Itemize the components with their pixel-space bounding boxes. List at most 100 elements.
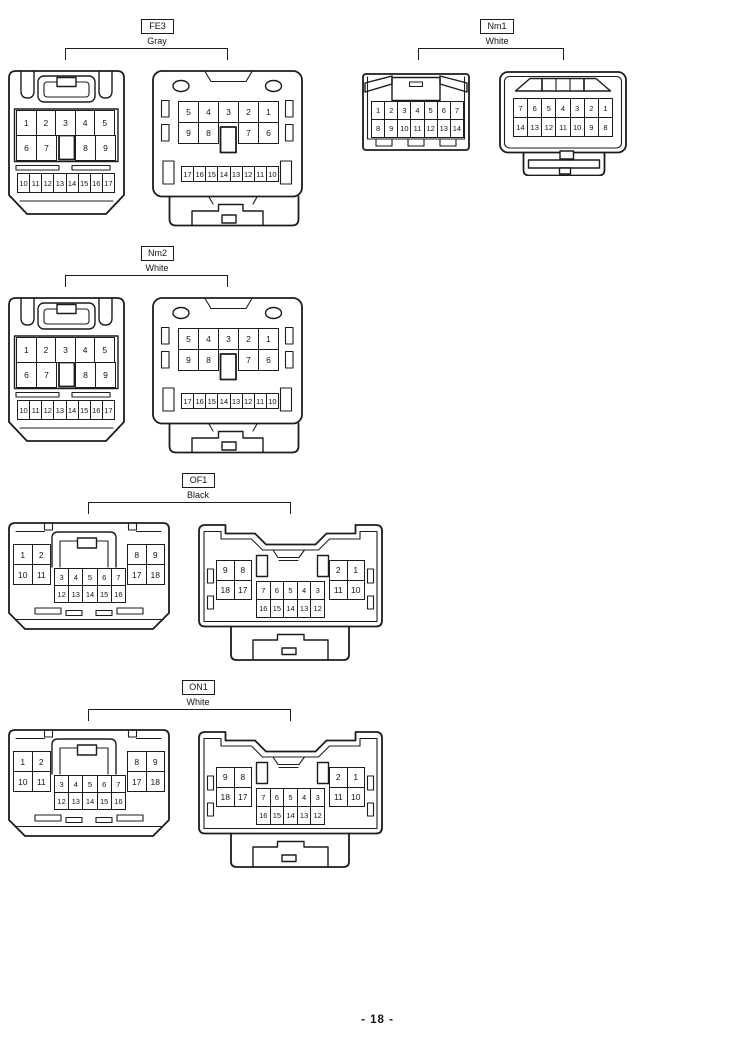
pin-3: 3: [219, 102, 238, 122]
pin-9: 9: [385, 120, 398, 137]
pin-14: 14: [83, 793, 97, 809]
pin-12: 12: [42, 174, 54, 192]
pin-8: 8: [372, 120, 385, 137]
pin-15: 15: [270, 807, 284, 824]
pin-16: 16: [90, 401, 102, 419]
pin-4: 4: [69, 776, 83, 792]
pin-15: 15: [270, 600, 284, 617]
pin-1: 1: [17, 338, 36, 362]
pin-2: 2: [385, 102, 398, 119]
bracket-nm1: [418, 48, 564, 60]
pin-9: 9: [96, 363, 115, 387]
pin-8: 8: [598, 118, 612, 136]
pin-10: 10: [347, 580, 364, 599]
pin-10: 10: [14, 772, 32, 791]
pin-7: 7: [239, 123, 258, 143]
pin-17: 17: [182, 167, 194, 181]
pin-12: 12: [242, 167, 254, 181]
pin-4: 4: [199, 329, 218, 349]
connector-housing-outline: [152, 70, 303, 227]
pin-4: 4: [297, 582, 311, 599]
pin-2: 2: [36, 338, 56, 362]
pin-4: 4: [411, 102, 424, 119]
pin-9: 9: [179, 123, 198, 143]
pin-13: 13: [437, 120, 450, 137]
pin-2: 2: [330, 561, 347, 580]
pin-4: 4: [199, 102, 218, 122]
pin-16: 16: [194, 167, 206, 181]
pin-8: 8: [128, 545, 146, 564]
pin-10: 10: [14, 565, 32, 584]
connector-code-nm1: Nm1: [480, 19, 514, 34]
pin-2: 2: [32, 752, 50, 771]
page-number: - 18 -: [361, 1014, 394, 1026]
connector-color-of1: Black: [186, 490, 210, 500]
pin-6: 6: [528, 99, 542, 117]
pin-18: 18: [146, 565, 164, 584]
pin-7: 7: [37, 136, 56, 160]
pin-3: 3: [56, 338, 75, 362]
pin-5: 5: [424, 102, 437, 119]
pin-9: 9: [146, 545, 164, 564]
pin-3: 3: [55, 776, 69, 792]
pin-5: 5: [179, 102, 198, 122]
pin-8: 8: [199, 123, 218, 143]
pin-11: 11: [254, 394, 266, 408]
pin-7: 7: [111, 569, 125, 585]
pin-17: 17: [128, 772, 146, 791]
pin-10: 10: [18, 174, 30, 192]
pin-16: 16: [90, 174, 102, 192]
pin-4: 4: [75, 111, 95, 135]
pin-6: 6: [270, 789, 284, 806]
pin-11: 11: [30, 174, 42, 192]
pin-8: 8: [199, 350, 218, 370]
pin-13: 13: [297, 807, 311, 824]
pin-16: 16: [111, 793, 125, 809]
pin-1: 1: [14, 545, 32, 564]
pin-14: 14: [514, 118, 528, 136]
pin-17: 17: [234, 580, 251, 599]
pin-9: 9: [584, 118, 598, 136]
pin-5: 5: [83, 569, 97, 585]
pin-7: 7: [450, 102, 463, 119]
pin-11: 11: [30, 401, 42, 419]
pin-7: 7: [514, 99, 528, 117]
pin-4: 4: [556, 99, 570, 117]
bracket-of1: [88, 502, 291, 514]
pin-14: 14: [450, 120, 463, 137]
pin-4: 4: [297, 789, 311, 806]
pin-3: 3: [219, 329, 238, 349]
pin-3: 3: [56, 111, 75, 135]
pin-2: 2: [330, 768, 347, 787]
bracket-on1: [88, 709, 291, 721]
pin-14: 14: [218, 167, 230, 181]
pin-7: 7: [37, 363, 56, 387]
pin-10: 10: [347, 787, 364, 806]
pin-1: 1: [347, 768, 364, 787]
pin-18: 18: [146, 772, 164, 791]
pin-2: 2: [584, 99, 598, 117]
pin-16: 16: [194, 394, 206, 408]
pin-2: 2: [239, 329, 258, 349]
pin-12: 12: [42, 401, 54, 419]
pin-10: 10: [266, 394, 278, 408]
pin-8: 8: [76, 363, 95, 387]
pin-1: 1: [17, 111, 36, 135]
pin-9: 9: [217, 768, 234, 787]
pin-13: 13: [528, 118, 542, 136]
pin-1: 1: [372, 102, 385, 119]
